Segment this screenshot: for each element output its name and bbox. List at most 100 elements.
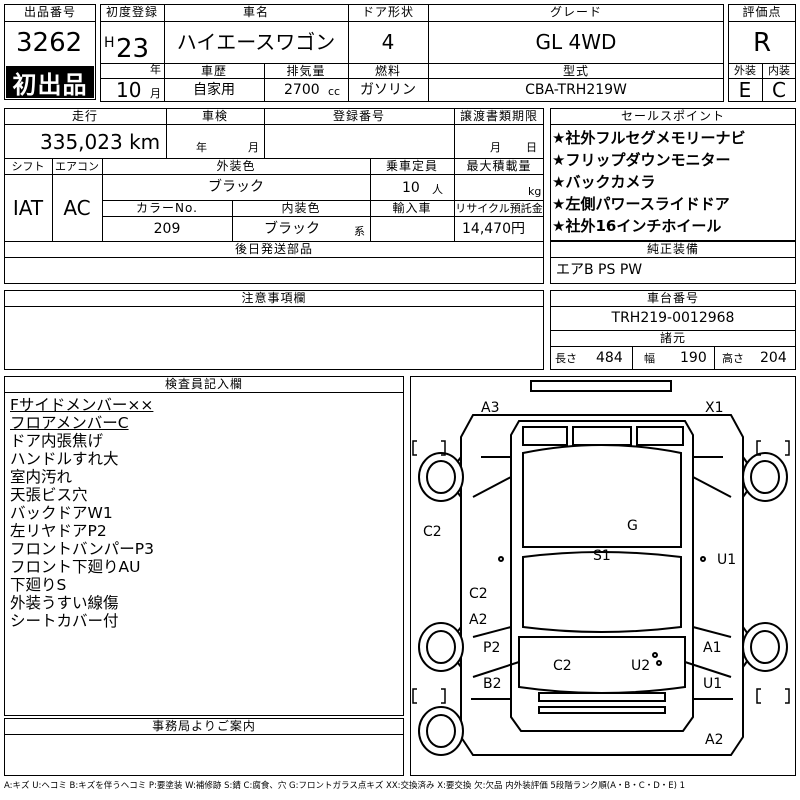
car-outline (412, 380, 790, 756)
inspector-box (4, 376, 404, 716)
height-label: 高さ (722, 352, 744, 365)
capacity-label: 乗車定員 (385, 159, 439, 173)
displacement-unit: cc (328, 85, 341, 98)
mileage-label: 走行 (71, 109, 99, 123)
sales-title: セールスポイント (620, 109, 726, 123)
load-unit: kg (528, 185, 542, 198)
recycle-label: リサイクル預託金 (455, 202, 543, 215)
genuine-value: エアB PS PW (556, 262, 643, 278)
shift-label: シフト (11, 160, 45, 173)
transfer-label: 譲渡書類期限 (459, 109, 539, 123)
ext-color: ブラック (208, 179, 264, 195)
mark-roof-s1: S1 (593, 548, 611, 564)
door-label: ドア形状 (361, 5, 415, 19)
color-no-label: カラーNo. (136, 201, 198, 215)
exterior-label: 外装 (734, 64, 756, 77)
dims-title: 諸元 (659, 331, 687, 345)
mark-right-u1-low: U1 (703, 676, 723, 692)
header-box (100, 4, 724, 102)
inspector-line-2: フロアメンバーC (10, 414, 129, 432)
width: 190 (680, 350, 707, 366)
length: 484 (596, 350, 623, 366)
transfer-month-unit: 月 (490, 141, 501, 154)
later-parts-label: 後日発送部品 (234, 242, 314, 256)
ext-color-label: 外装色 (216, 159, 256, 173)
genuine-title: 純正装備 (646, 242, 700, 256)
year-unit: 年 (150, 63, 161, 76)
score: R (752, 28, 772, 58)
mark-front-c2: C2 (553, 658, 572, 674)
recycle: 14,470円 (462, 221, 525, 237)
month-unit: 月 (150, 87, 161, 100)
mark-left-p2: P2 (483, 640, 501, 656)
first-listing-badge: 初出品 (6, 66, 94, 99)
inspector-line-11: 下廻りS (10, 576, 67, 594)
grade-label: グレード (549, 5, 603, 19)
mark-bottom-a2: A2 (705, 732, 724, 748)
history-label: 車歴 (200, 64, 228, 78)
inspector-line-6: 天張ビス穴 (10, 486, 88, 504)
int-color: ブラック (264, 221, 320, 237)
mark-front-u2: U2 (631, 658, 651, 674)
inspector-line-1: Fサイドメンバー×× (10, 396, 154, 414)
notes-title: 注意事項欄 (241, 291, 307, 305)
interior-label: 内装 (768, 64, 790, 77)
interior-grade: C (772, 78, 786, 102)
ac-label: エアコン (55, 160, 99, 173)
mark-right-u1: U1 (717, 552, 737, 568)
chassis-number: TRH219-0012968 (611, 310, 735, 326)
sales-point-2: ★フリップダウンモニター (552, 151, 731, 169)
chassis-title: 車台番号 (646, 291, 700, 305)
lot-label: 出品番号 (23, 5, 77, 19)
sales-point-3: ★バックカメラ (552, 173, 656, 191)
inspector-line-5: 室内汚れ (10, 468, 73, 486)
capacity-unit: 人 (432, 183, 443, 196)
inspection-label: 車検 (201, 109, 229, 123)
score-label: 評価点 (742, 5, 782, 19)
sales-point-1: ★社外フルセグメモリーナビ (552, 129, 746, 147)
int-color-suffix: 系 (354, 225, 365, 238)
sales-box (550, 108, 796, 241)
inspector-line-12: 外装うすい線傷 (10, 594, 119, 612)
width-label: 幅 (644, 352, 655, 365)
displacement-label: 排気量 (286, 64, 326, 78)
fuel: ガソリン (360, 82, 416, 98)
first-reg-year: 23 (116, 34, 150, 64)
sales-point-4: ★左側パワースライドドア (552, 195, 730, 213)
load-label: 最大積載量 (466, 159, 532, 173)
inspector-line-4: ハンドルすれ大 (10, 450, 119, 468)
genuine-box (550, 241, 796, 284)
office-box (4, 718, 404, 776)
reg-no-label: 登録番号 (332, 109, 386, 123)
capacity: 10 (402, 180, 420, 196)
inspector-line-9: フロントバンパーP3 (10, 540, 154, 558)
first-reg-label: 初度登録 (105, 5, 159, 19)
length-label: 長さ (555, 352, 577, 365)
damage-diagram: A3 X1 C2 G S1 U1 C2 A2 P2 A1 C2 U2 B2 U1… (410, 376, 796, 776)
height: 204 (760, 350, 787, 366)
model-label: 型式 (562, 64, 590, 78)
exterior-grade: E (738, 78, 752, 102)
inspection-month-unit: 月 (248, 141, 259, 154)
inspector-line-10: フロント下廻りAU (10, 558, 141, 576)
inspector-line-8: 左リヤドアP2 (10, 522, 107, 540)
fuel-label: 燃料 (374, 64, 402, 78)
car-name: ハイエースワゴン (176, 30, 336, 54)
era: H (104, 35, 115, 51)
inspector-title: 検査員記入欄 (164, 377, 244, 391)
mark-roof-g: G (627, 518, 638, 534)
mark-left-c2: C2 (423, 524, 442, 540)
mileage: 335,023 km (40, 130, 161, 154)
inspector-line-3: ドア内張焦げ (10, 432, 104, 450)
ac: AC (63, 196, 91, 220)
import-label: 輸入車 (392, 201, 432, 215)
doors: 4 (381, 30, 395, 54)
sales-point-5: ★社外16インチホイール (552, 217, 722, 235)
first-reg-month: 10 (116, 78, 142, 102)
history: 自家用 (193, 82, 235, 98)
mark-inner-c2: C2 (469, 586, 488, 602)
mark-rear-x1: X1 (705, 400, 724, 416)
transfer-day-unit: 日 (526, 141, 537, 154)
grade: GL 4WD (535, 30, 617, 54)
mark-left-b2: B2 (483, 676, 502, 692)
